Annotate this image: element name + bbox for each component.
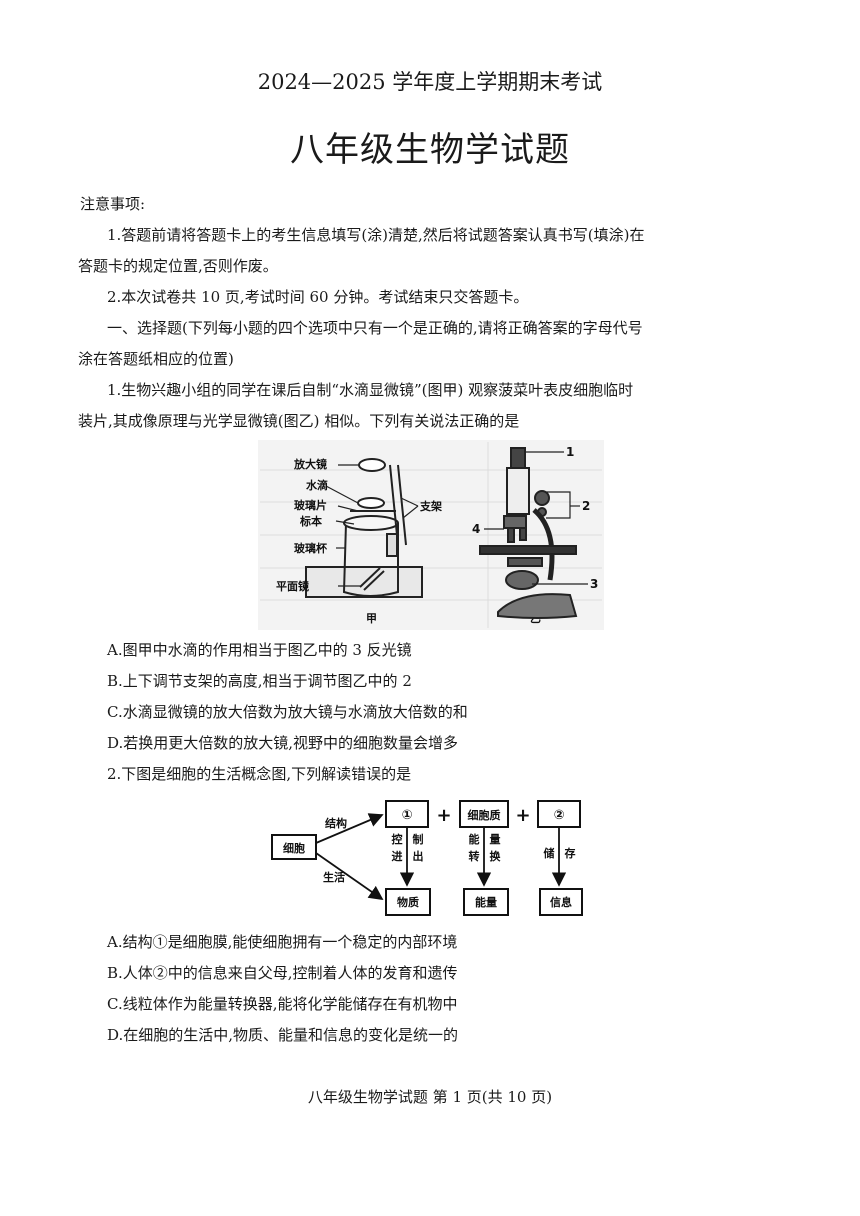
concept-cell: 细胞 xyxy=(283,841,305,855)
exam-title: 八年级生物学试题 xyxy=(290,130,570,170)
concept-energy: 能量 xyxy=(475,895,497,909)
question-2-concept-map: 细胞 结构 生活 ① 细胞质 ② + + 控 进 制 出 能 转 量 换 储 存… xyxy=(271,800,583,916)
label-glass-cup: 玻璃杯 xyxy=(294,541,328,555)
control-char-2: 进 xyxy=(392,849,403,863)
label-flat-mirror: 平面镜 xyxy=(276,579,309,593)
optical-microscope-drawing xyxy=(479,447,578,619)
question-1-stem-line-2: 装片,其成像原理与光学显微镜(图乙) 相似。下列有关说法正确的是 xyxy=(78,412,520,430)
concept-box-1: ① xyxy=(401,808,412,823)
concept-cytoplasm: 细胞质 xyxy=(468,808,501,822)
microscope-number-4: 4 xyxy=(472,522,480,536)
question-2-option-d: D.在细胞的生活中,物质、能量和信息的变化是统一的 xyxy=(107,1026,459,1044)
energy-char-1: 能 xyxy=(469,832,480,846)
label-water-drop: 水滴 xyxy=(306,478,328,492)
concept-box-2: ② xyxy=(553,808,564,823)
notice-item-1-line-2: 答题卡的规定位置,否则作废。 xyxy=(78,257,278,275)
control-char-1: 控 xyxy=(392,832,403,846)
question-2-stem: 2.下图是细胞的生活概念图,下列解读错误的是 xyxy=(107,765,412,783)
question-2-option-b: B.人体②中的信息来自父母,控制着人体的发育和遗传 xyxy=(107,964,458,982)
microscope-number-3: 3 xyxy=(590,577,598,591)
notice-item-2: 2.本次试卷共 10 页,考试时间 60 分钟。考试结束只交答题卡。 xyxy=(107,288,529,306)
section-1-instruction-line-2: 涂在答题纸相应的位置) xyxy=(78,350,234,368)
label-glass-slide: 玻璃片 xyxy=(294,498,327,512)
question-1-option-a: A.图甲中水滴的作用相当于图乙中的 3 反光镜 xyxy=(107,641,412,659)
label-specimen: 标本 xyxy=(299,514,322,528)
question-2-option-a: A.结构①是细胞膜,能使细胞拥有一个稳定的内部环境 xyxy=(107,933,458,951)
question-1-option-b: B.上下调节支架的高度,相当于调节图乙中的 2 xyxy=(107,672,412,690)
energy-char-4: 换 xyxy=(490,849,502,863)
notice-heading: 注意事项: xyxy=(80,195,146,213)
question-1-option-d: D.若换用更大倍数的放大镜,视野中的细胞数量会增多 xyxy=(107,734,459,752)
microscope-number-1: 1 xyxy=(566,445,574,459)
storage-char-1: 储 xyxy=(544,846,555,860)
caption-jia: 甲 xyxy=(366,612,377,625)
microscope-number-2: 2 xyxy=(582,499,590,513)
energy-char-2: 转 xyxy=(469,849,480,863)
energy-char-3: 量 xyxy=(490,833,501,846)
notice-item-1-line-1: 1.答题前请将答题卡上的考生信息填写(涂)清楚,然后将试题答案认真书写(填涂)在 xyxy=(107,226,645,244)
question-1-option-c: C.水滴显微镜的放大倍数为放大镜与水滴放大倍数的和 xyxy=(107,703,468,721)
concept-matter: 物质 xyxy=(397,895,419,909)
concept-structure: 结构 xyxy=(324,816,347,830)
question-2-option-c: C.线粒体作为能量转换器,能将化学能储存在有机物中 xyxy=(107,995,458,1013)
question-1-stem-line-1: 1.生物兴趣小组的同学在课后自制“水滴显微镜”(图甲) 观察菠菜叶表皮细胞临时 xyxy=(107,381,634,399)
question-1-figure: 放大镜 水滴 玻璃片 标本 玻璃杯 平面镜 支架 甲 乙 xyxy=(258,440,604,630)
water-drop-microscope-drawing xyxy=(305,458,423,598)
plus-sign-1: + xyxy=(436,805,451,826)
storage-char-2: 存 xyxy=(565,846,576,860)
exam-subtitle: 2024—2025 学年度上学期期末考试 xyxy=(257,70,603,94)
plus-sign-2: + xyxy=(515,805,530,826)
concept-information: 信息 xyxy=(550,895,572,909)
label-support: 支架 xyxy=(419,499,442,513)
concept-life: 生活 xyxy=(323,870,345,884)
label-magnifier: 放大镜 xyxy=(293,457,327,471)
section-1-instruction-line-1: 一、选择题(下列每小题的四个选项中只有一个是正确的,请将正确答案的字母代号 xyxy=(107,319,643,337)
page-footer: 八年级生物学试题 第 1 页(共 10 页) xyxy=(307,1088,553,1106)
control-char-3: 制 xyxy=(413,832,424,846)
control-char-4: 出 xyxy=(413,849,424,863)
